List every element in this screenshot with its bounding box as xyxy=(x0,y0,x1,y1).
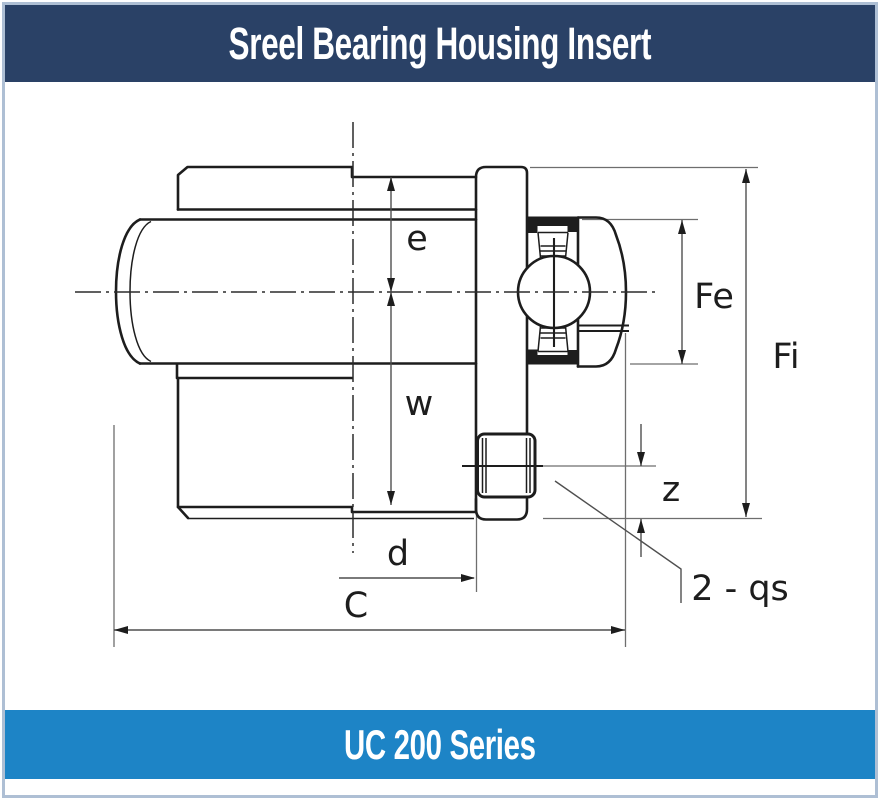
extension-lines xyxy=(113,166,762,647)
label-d: d xyxy=(387,534,409,574)
flange-bottom-cap xyxy=(474,497,529,521)
label-z: z xyxy=(662,470,680,510)
series-title: UC 200 Series xyxy=(344,720,536,768)
outer-ring-groove-lines xyxy=(578,324,629,333)
seal-sections xyxy=(528,216,578,365)
dimension-arrows xyxy=(114,169,750,634)
label-e: e xyxy=(406,219,428,259)
page-title: Sreel Bearing Housing Insert xyxy=(228,17,652,69)
set-screw xyxy=(462,432,543,521)
label-fi: Fi xyxy=(772,337,799,377)
header-bar: Sreel Bearing Housing Insert xyxy=(5,5,875,82)
flange-outline xyxy=(474,165,529,514)
label-c: C xyxy=(344,586,368,626)
label-w: w xyxy=(405,384,434,424)
leader-line-qs xyxy=(554,480,682,603)
label-fe: Fe xyxy=(694,277,734,317)
label-qs: 2 - qs xyxy=(691,569,789,609)
dimension-lines xyxy=(114,169,747,631)
housing-sleeve-outline xyxy=(114,165,478,520)
footer-bar: UC 200 Series xyxy=(5,710,875,779)
dimension-labels: e w d C Fe Fi z 2 - qs xyxy=(344,219,800,626)
centerlines xyxy=(75,122,655,553)
